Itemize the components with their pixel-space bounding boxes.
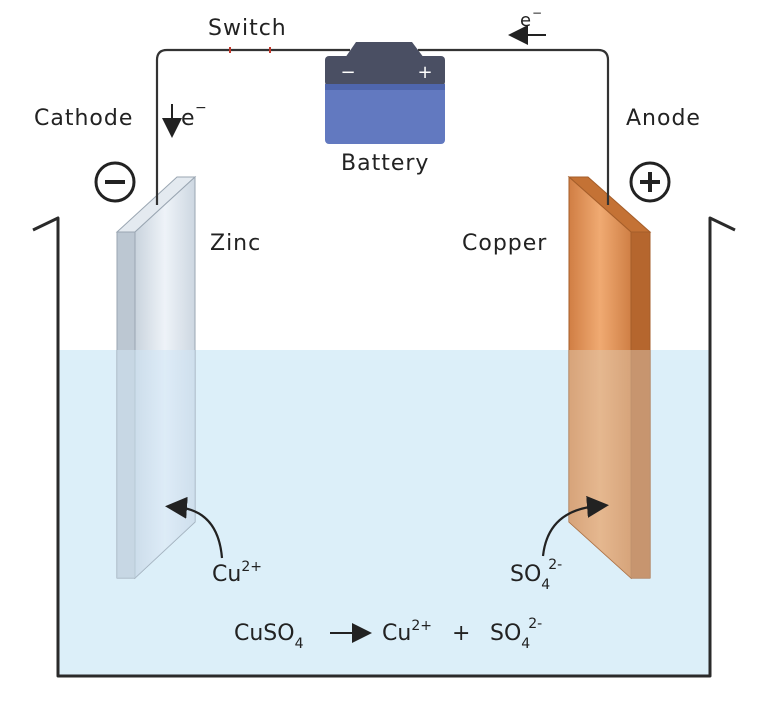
zinc-label: Zinc xyxy=(210,231,261,256)
electron-right-charge: − xyxy=(532,6,542,20)
zinc-electrode xyxy=(115,175,197,580)
equation-product-so4: SO42- xyxy=(490,616,542,652)
cathode-label: Cathode xyxy=(34,106,133,131)
right-wire xyxy=(418,48,610,205)
so4-ion-label: SO42- xyxy=(510,557,562,593)
dissociation-equation: CuSO4 Cu2+ + SO42- xyxy=(234,616,542,652)
battery-minus-sign: − xyxy=(340,62,355,83)
copper-electrode xyxy=(567,175,652,580)
anode-label: Anode xyxy=(626,106,701,131)
equation-product-cu: Cu2+ xyxy=(382,618,432,646)
beaker xyxy=(32,216,736,678)
battery-plus-sign: + xyxy=(417,62,432,83)
cu-ion-label: Cu2+ xyxy=(212,559,262,587)
electron-left-charge: − xyxy=(195,100,207,116)
battery-label: Battery xyxy=(341,151,429,176)
cu-ion-arrow-icon xyxy=(165,496,224,559)
switch-label: Switch xyxy=(208,16,287,41)
switch-marks xyxy=(229,47,271,53)
electron-right-symbol: e xyxy=(520,10,531,31)
electron-left-symbol: e xyxy=(181,106,195,131)
battery xyxy=(325,42,445,144)
equation-plus: + xyxy=(452,621,470,646)
equation-reactant: CuSO4 xyxy=(234,621,304,652)
so4-ion-arrow-icon xyxy=(541,495,609,557)
copper-label: Copper xyxy=(462,231,547,256)
left-wire xyxy=(155,48,350,205)
